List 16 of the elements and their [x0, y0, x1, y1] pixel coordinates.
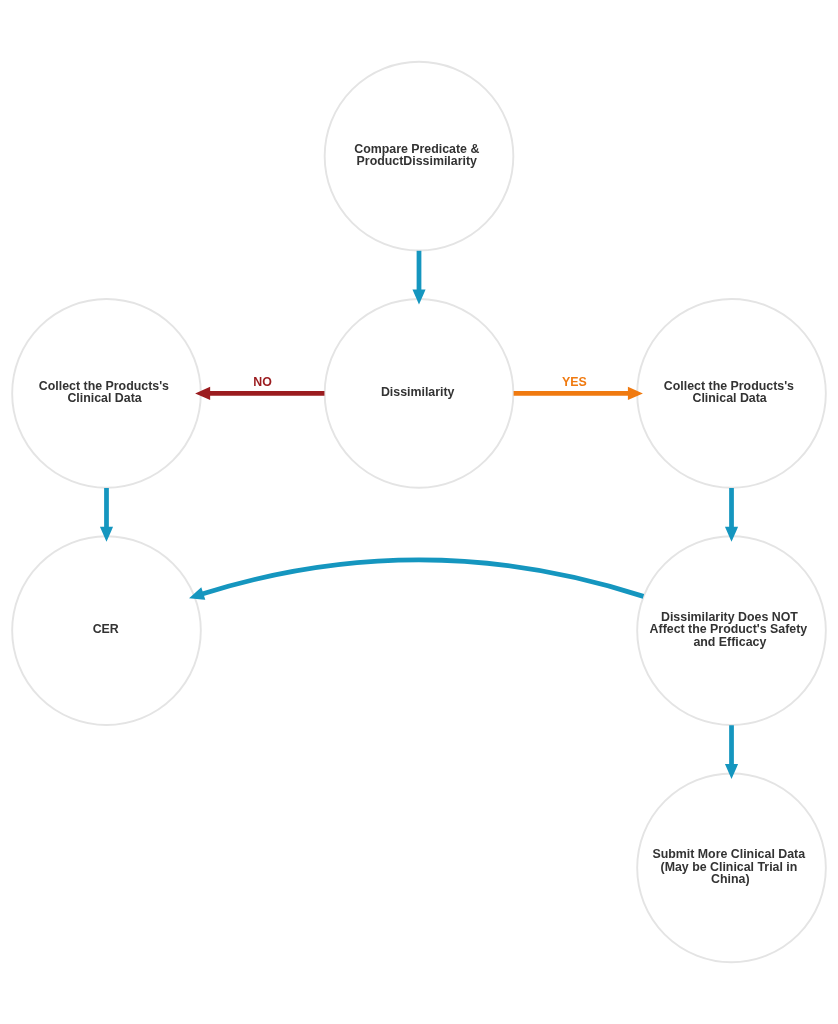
- edge-label: YES: [561, 375, 587, 390]
- node-circle: Submit More Clinical Data (May be Clinical Trial in China): [636, 772, 827, 964]
- arrow: [724, 725, 739, 780]
- node-circle: Collect the Products's Clinical Data: [11, 298, 202, 489]
- arrow: [412, 250, 426, 305]
- node-circle: Compare Predicate & ProductDissimilarity: [323, 60, 515, 252]
- node-circle: Dissimilarity Does NOT Affect the Product's Safety and Efficacy: [636, 535, 827, 726]
- arrow: [195, 386, 325, 400]
- node-circle: Dissimilarity: [323, 298, 515, 489]
- arrow: [513, 386, 643, 400]
- arrow: [724, 488, 739, 542]
- arrow: [189, 557, 645, 600]
- node-circle: Collect the Products's Clinical Data: [636, 298, 827, 489]
- edge-label: NO: [253, 375, 272, 390]
- arrow: [99, 488, 114, 542]
- node-circle: CER: [11, 535, 202, 726]
